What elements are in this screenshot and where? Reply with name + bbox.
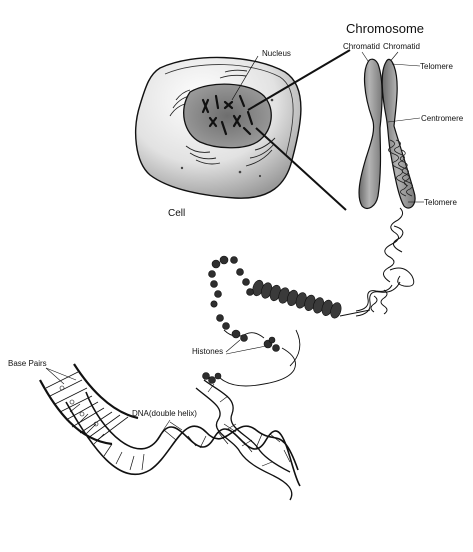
nucleus-label: Nucleus bbox=[262, 49, 291, 58]
chromatin-coils bbox=[388, 139, 413, 197]
nucleosomes bbox=[202, 329, 280, 384]
histones-label: Histones bbox=[192, 347, 223, 356]
base-pairs-label: Base Pairs bbox=[8, 359, 47, 368]
chromatid-right-label: Chromatid bbox=[383, 42, 420, 51]
base-pair-ladder bbox=[39, 363, 139, 446]
centromere-label: Centromere bbox=[421, 114, 464, 123]
base-pairs-leader-1 bbox=[45, 367, 65, 385]
telomere-top-leader bbox=[391, 63, 421, 67]
nucleus bbox=[183, 83, 272, 149]
histones-leader-2 bbox=[225, 345, 267, 355]
dna-double-helix bbox=[65, 379, 301, 501]
nucleus-leader-line bbox=[231, 55, 259, 101]
solenoid-fiber bbox=[252, 279, 371, 319]
telomere-top-label: Telomere bbox=[420, 62, 453, 71]
dna-leader bbox=[153, 419, 171, 445]
nucleus-chromosomes bbox=[201, 94, 254, 136]
chromosome bbox=[358, 58, 416, 209]
zoom-line-bottom bbox=[255, 127, 347, 211]
beads-string bbox=[219, 347, 296, 387]
dna-label: DNA(double helix) bbox=[132, 409, 197, 418]
cell-label: Cell bbox=[168, 208, 185, 219]
chromosome-label: Chromosome bbox=[346, 21, 424, 36]
bead-loop bbox=[208, 255, 254, 330]
linker-dna bbox=[223, 329, 265, 339]
telomere-bottom-label: Telomere bbox=[424, 198, 457, 207]
chromatid-left-label: Chromatid bbox=[343, 42, 380, 51]
chromatin-fiber bbox=[355, 207, 415, 317]
zoom-line-top bbox=[247, 49, 351, 111]
base-pairs-leader-2 bbox=[45, 367, 77, 381]
centromere-leader bbox=[387, 117, 421, 123]
histones-leader-1 bbox=[225, 339, 241, 353]
beads-string-tail bbox=[289, 329, 301, 367]
